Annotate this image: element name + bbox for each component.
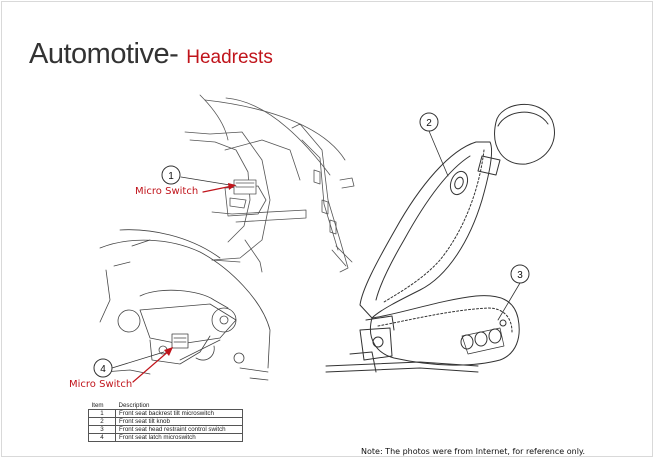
legend-table: Item Description 1 Front seat backrest t… [88,402,243,442]
legend-item-description: Front seat tilt knob [115,417,243,426]
callout-circle-3: 3 [510,264,530,284]
micro-switch-label-top: Micro Switch [135,186,199,197]
legend-row: 1 Front seat backrest tilt microswitch [88,409,243,418]
callout-circle-4: 4 [93,358,113,378]
legend-item-description: Front seat latch microswitch [115,433,243,442]
micro-switch-arrows [132,183,236,383]
reference-note: Note: The photos were from Internet, for… [361,447,586,456]
micro-switch-label-bottom: Micro Switch [69,379,133,390]
title-main: Automotive- [29,38,179,70]
legend-row: 2 Front seat tilt knob [88,417,243,426]
legend-row: 3 Front seat head restraint control swit… [88,425,243,434]
callout-number-3: 3 [517,270,523,281]
title-subtitle: Headrests [186,47,273,68]
callout-circle-2: 2 [419,112,439,132]
legend-header-row: Item Description [89,402,243,410]
legend-item-number: 4 [88,433,116,442]
callout-number-4: 4 [100,364,106,375]
legend-item-number: 1 [88,409,116,418]
legend-item-description: Front seat head restraint control switch [115,425,243,434]
lower-mechanism-drawing [99,229,271,381]
callout-number-2: 2 [426,118,432,129]
legend-item-number: 3 [88,425,116,434]
callout-leaders [111,130,521,369]
legend-item-description: Front seat backrest tilt microswitch [115,409,243,418]
legend-header-description: Description [118,402,150,409]
legend-header-item: Item [91,402,104,409]
seat-drawing [325,104,555,373]
slide-title: Automotive- Headrests [29,40,273,69]
callout-number-1: 1 [168,171,174,182]
upper-inset-drawing [184,94,355,273]
legend-row: 4 Front seat latch microswitch [88,433,243,442]
callout-circle-1: 1 [161,165,181,185]
legend-item-number: 2 [88,417,116,426]
